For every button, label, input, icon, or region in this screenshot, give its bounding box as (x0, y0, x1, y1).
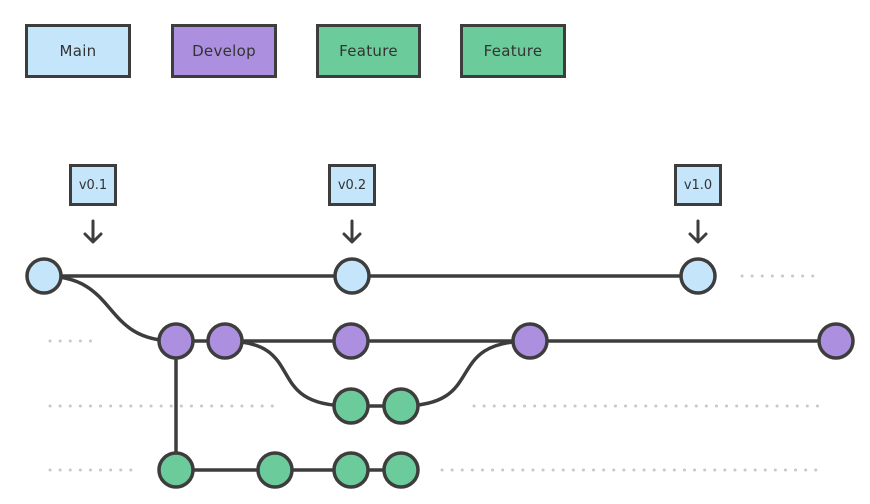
develop-to-feature-1-curve (223, 339, 352, 408)
main-commit (679, 257, 717, 295)
arrow-down-icon (342, 219, 362, 244)
legend-develop: Develop (171, 24, 277, 78)
legend-feature-2: Feature (460, 24, 566, 78)
main-commit (25, 257, 63, 295)
feature-commit (382, 451, 420, 489)
dotted-lines (48, 274, 824, 472)
feature-1-merge-curve (399, 339, 532, 408)
legend-feature-1: Feature (316, 24, 421, 78)
main-commit (333, 257, 371, 295)
develop-commit (817, 322, 855, 360)
develop-commit (511, 322, 549, 360)
arrow-down-icon (688, 219, 708, 244)
feature-commit (332, 387, 370, 425)
main-to-develop-curve (42, 274, 177, 343)
tag-v1-0: v1.0 (674, 164, 722, 206)
develop-commit (332, 322, 370, 360)
feature-commit (157, 451, 195, 489)
feature-commit (332, 451, 370, 489)
tag-v0-1: v0.1 (69, 164, 117, 206)
arrow-down-icon (83, 219, 103, 244)
develop-commit (157, 322, 195, 360)
feature-commit (256, 451, 294, 489)
develop-commit (206, 322, 244, 360)
feature-commit (382, 387, 420, 425)
legend-main: Main (25, 24, 131, 78)
tag-v0-2: v0.2 (328, 164, 376, 206)
